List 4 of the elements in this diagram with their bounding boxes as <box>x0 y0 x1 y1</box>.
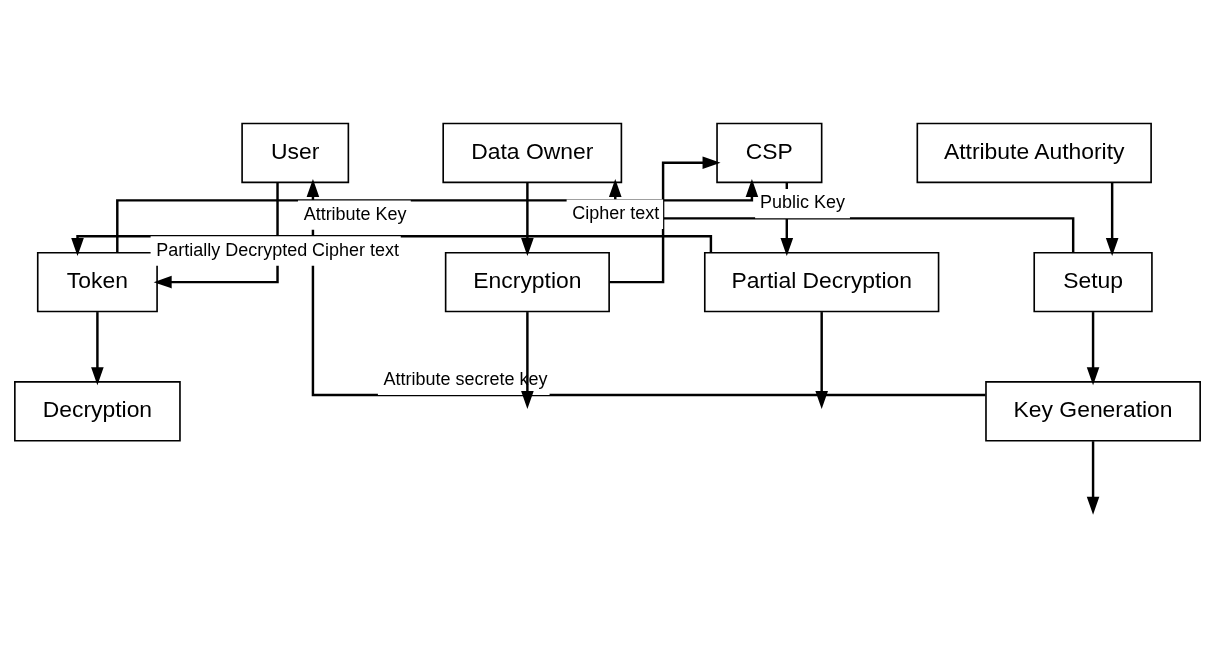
edge-label: Attribute Key <box>303 203 407 224</box>
edge-label: Public Key <box>760 192 845 213</box>
edge-label: Cipher text <box>572 202 660 223</box>
edge-label: Partially Decrypted Cipher text <box>156 239 400 260</box>
